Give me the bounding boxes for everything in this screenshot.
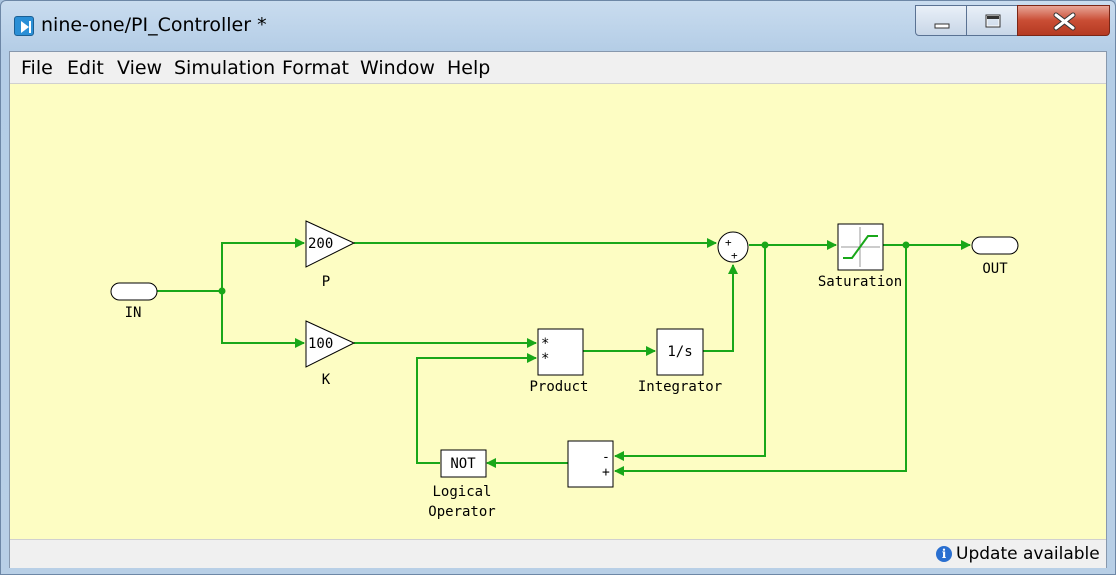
title-bar[interactable]: nine-one/PI_Controller * [1, 1, 1115, 49]
block-diagram[interactable]: IN 200 P 100 K * * Product 1/s Integrato… [10, 84, 1106, 539]
minimize-button[interactable] [915, 5, 967, 36]
gain-p-label: P [322, 274, 330, 290]
product-input-1: * [541, 336, 549, 352]
product-label: Product [529, 379, 588, 395]
minimize-icon [934, 23, 950, 29]
menu-simulation[interactable]: Simulation [174, 57, 276, 79]
info-icon[interactable]: i [936, 546, 952, 562]
maximize-icon [985, 14, 1001, 28]
menu-view[interactable]: View [117, 57, 163, 79]
window-title: nine-one/PI_Controller * [41, 14, 267, 36]
gain-p-value: 200 [308, 236, 333, 252]
gain-k-value: 100 [308, 336, 333, 352]
menu-window[interactable]: Window [360, 57, 435, 79]
logical-operator-label-line2: Operator [428, 504, 495, 520]
saturation-curve-icon [841, 227, 880, 267]
saturation-label: Saturation [818, 274, 902, 290]
sum-top-sign-1: + [725, 236, 732, 249]
signal-line-integrator-to-sum [703, 264, 738, 352]
integrator-value: 1/s [667, 344, 692, 360]
signal-line-not-to-product [416, 353, 537, 464]
sum-bottom-sign-2: + [602, 465, 610, 480]
play-arrow-icon [14, 16, 34, 36]
maximize-button[interactable] [966, 5, 1018, 36]
signal-line-feedback-plus [614, 245, 907, 476]
integrator-block[interactable] [656, 328, 704, 376]
signal-line-to-p [221, 238, 305, 291]
menu-format[interactable]: Format [282, 57, 349, 79]
gain-k-block[interactable] [305, 320, 356, 368]
update-available-text[interactable]: Update available [956, 544, 1100, 564]
status-bar: i Update available [10, 539, 1106, 568]
integrator-label: Integrator [638, 379, 722, 395]
signal-line-to-k [221, 291, 305, 348]
logical-operator-value: NOT [450, 456, 476, 472]
menu-file[interactable]: File [21, 57, 53, 79]
in-port-block[interactable] [110, 282, 158, 301]
menu-edit[interactable]: Edit [67, 57, 104, 79]
product-input-2: * [541, 351, 549, 367]
logical-operator-block[interactable] [440, 449, 487, 478]
close-icon [1053, 12, 1076, 31]
client-area: File Edit View Simulation Format Window … [9, 51, 1107, 568]
gain-k-label: K [322, 372, 331, 388]
sum-top-block[interactable] [717, 231, 749, 263]
sum-top-sign-2: + [731, 249, 738, 262]
gain-p-block[interactable] [305, 220, 356, 268]
in-port-label: IN [125, 305, 142, 321]
out-port-block[interactable] [971, 236, 1019, 255]
sum-bottom-block[interactable] [567, 440, 614, 488]
product-block[interactable] [537, 328, 584, 376]
model-canvas[interactable]: IN 200 P 100 K * * Product 1/s Integrato… [10, 84, 1106, 539]
logical-operator-label-line1: Logical [432, 484, 491, 500]
close-button[interactable] [1017, 5, 1110, 36]
sum-bottom-sign-1: - [602, 450, 610, 465]
out-port-label: OUT [982, 261, 1008, 277]
menu-bar: File Edit View Simulation Format Window … [10, 52, 1106, 84]
menu-help[interactable]: Help [447, 57, 491, 79]
signal-line-feedback-minus [614, 245, 766, 461]
